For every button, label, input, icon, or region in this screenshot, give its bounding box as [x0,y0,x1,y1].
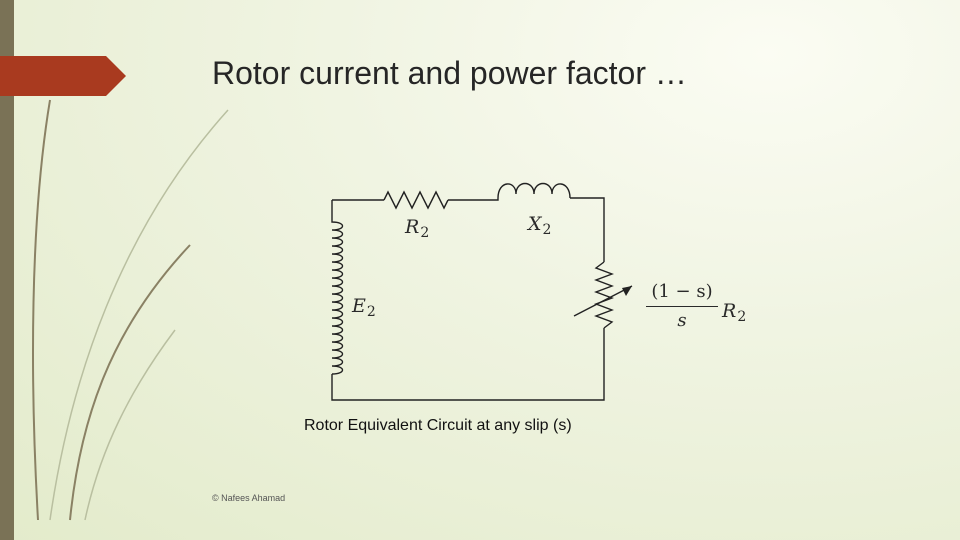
title-accent-shape [0,56,126,96]
variable-resistor [594,261,614,329]
load-fraction-denominator: s [677,310,687,331]
label-x2: X2 [528,213,552,238]
label-e2: E2 [352,295,376,320]
right-wire-bottom [331,328,605,401]
rotor-equivalent-circuit [331,182,633,401]
swoosh-line-2 [49,109,229,521]
load-fraction: (1 − s) s [644,281,720,331]
slide-title: Rotor current and power factor … [212,55,687,91]
swoosh-line-3 [69,244,191,521]
swoosh-line-1 [32,99,51,521]
circuit-caption: Rotor Equivalent Circuit at any slip (s) [304,417,572,434]
inductor-x2 [497,182,571,199]
label-r2: R2 [405,216,430,241]
top-wire-middle [448,198,499,201]
variable-resistor-arrowhead [622,286,632,296]
swoosh-line-4 [84,329,176,521]
load-fraction-numerator: (1 − s) [651,281,713,302]
title-accent-tab [0,56,126,96]
footer-credit: © Nafees Ahamad [212,493,286,503]
resistor-r2 [383,190,449,210]
load-fraction-bar [646,306,718,307]
top-wire-right [570,197,605,262]
variable-resistor-arrow [573,285,633,317]
label-load-r2: R2 [722,300,747,325]
left-accent-bar [0,0,14,540]
coil-e2 [331,200,344,375]
